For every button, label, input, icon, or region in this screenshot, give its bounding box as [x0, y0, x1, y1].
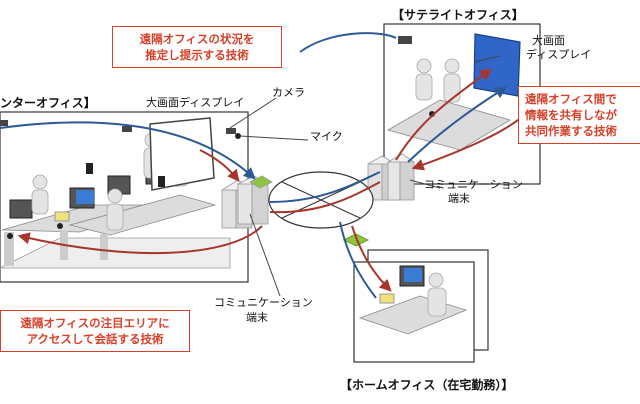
mic-label: マイク: [310, 130, 343, 143]
camera-icon: [398, 36, 412, 44]
callout-line: 共同作業する技術: [525, 124, 617, 138]
camera-icon: [122, 126, 132, 132]
desk-leg: [100, 234, 108, 260]
callout-line: 推定し提示する技術: [145, 48, 249, 62]
camera-icon: [226, 128, 236, 134]
callout-line: 遠隔オフィスの注目エリアに: [20, 316, 170, 330]
person-icon: [107, 188, 123, 204]
connection-lines: [0, 32, 531, 299]
hub-node-icon: [342, 233, 370, 247]
satellite-desk: [386, 99, 511, 151]
center-comm-label-2: 端末: [246, 311, 268, 324]
center-office-title: ンターオフィス】: [0, 96, 96, 110]
home-office-scene: [353, 249, 489, 363]
callout-line: 遠隔オフィスの状況を: [139, 32, 255, 46]
satellite-comm-terminal: [367, 153, 415, 201]
person-icon: [106, 203, 124, 231]
person-icon: [444, 58, 460, 74]
laptop-icon: [54, 211, 70, 222]
person-icon: [415, 73, 433, 101]
satellite-office-title: 【サテライトオフィス】: [392, 8, 524, 22]
person-icon: [416, 58, 432, 74]
mic-icon: [7, 233, 13, 239]
center-desk-2: [68, 194, 217, 236]
satellite-comm-label-1: コミュニケーション: [424, 178, 523, 191]
person-icon: [428, 272, 444, 288]
camera-icon: [0, 120, 8, 126]
callout-line: 遠隔オフィス間で: [525, 92, 617, 106]
satellite-office-scene: [367, 23, 541, 201]
satellite-display-label-1: 大画面: [532, 34, 565, 47]
monitor-screen-icon: [404, 268, 422, 282]
center-comm-label-1: コミュニケーション: [214, 296, 313, 309]
person-icon: [427, 287, 447, 317]
center-floor: [0, 237, 231, 269]
satellite-display-label-2: ディスプレイ: [526, 48, 592, 61]
desk-leg: [4, 232, 14, 266]
person-icon: [31, 189, 49, 215]
satellite-large-display-icon: [473, 33, 521, 97]
center-large-display-label: 大画面ディスプレイ: [146, 96, 245, 109]
callout-line: 情報を共有しなが: [525, 108, 617, 122]
center-office-scene: [0, 111, 273, 283]
callout-access-attention-area: 遠隔オフィスの注目エリアに アクセスして会話する技術: [0, 310, 190, 352]
monitor-screen-icon: [76, 190, 94, 204]
mic-icon: [235, 133, 241, 139]
phone-icon: [158, 176, 165, 187]
person-icon: [32, 174, 48, 190]
callout-estimate-remote-status: 遠隔オフィスの状況を 推定し提示する技術: [112, 26, 282, 68]
callout-line: アクセスして会話する技術: [26, 332, 164, 346]
satellite-comm-label-2: 端末: [448, 192, 470, 205]
mic-icon: [57, 223, 63, 229]
home-office-title: 【ホームオフィス（在宅勤務）】: [340, 378, 514, 392]
leader-lines: [229, 55, 501, 297]
phone-icon: [86, 163, 93, 174]
center-comm-terminal: [221, 175, 273, 229]
large-display-icon: [149, 117, 215, 191]
monitor-icon: [9, 199, 33, 219]
callout-shared-collaboration: 遠隔オフィス間で 情報を共有しなが 共同作業する技術: [518, 86, 640, 144]
laptop-icon: [379, 293, 395, 304]
camera-label: カメラ: [272, 86, 305, 99]
